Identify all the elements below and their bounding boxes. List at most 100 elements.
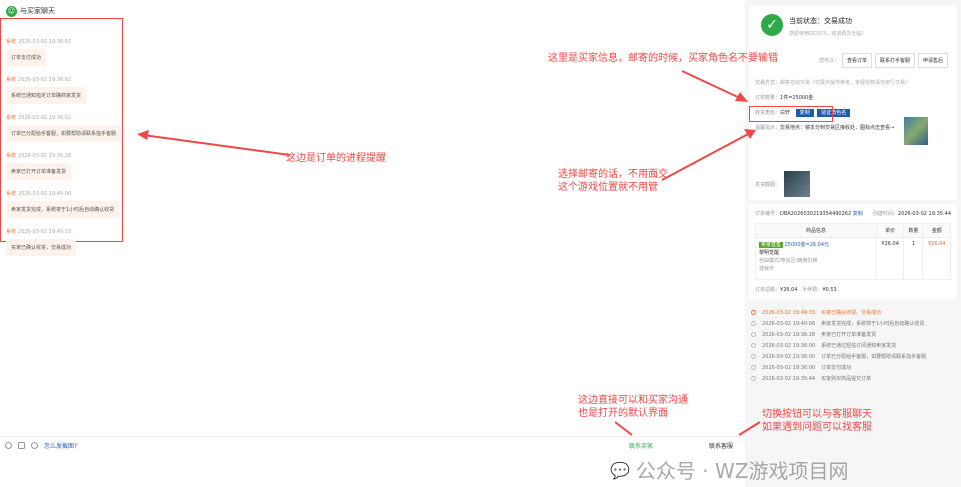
tab-contact-buyer[interactable]: 联系买家 [628,443,653,450]
status-sub: 感谢使用DD373，欢迎再次光临！ [789,31,867,37]
arrow-icon [661,129,756,181]
timeline-dot-icon [751,321,756,326]
annotation-switch-line2: 如果遇到问题可以找客服 [762,422,872,433]
timeline-time: 2026-03-02 19:35:44 [762,375,816,382]
message-bubble: 订单已分配给手客服，如要帮助请联系指手客服 [6,125,122,142]
trade-qty: 订单数量：1件=25000金 [755,95,814,101]
timeline-dot-icon [751,354,756,359]
check-icon: ✓ [761,14,783,36]
after-sale-button[interactable]: 申请售后 [918,53,949,68]
trade-method: 交易方式：邮寄自动交易（仅展示操作参考，未经授权请勿进行交易） [755,80,911,86]
timeline-time: 2026-03-02 19:36:00 [762,353,816,360]
actions: 您可以： 查看订单 联系打手客服 申请售后 [819,53,949,68]
user-icon: ☺ [6,5,17,17]
chat-header: ☺ 与买家聊天 [6,4,55,18]
arrow-icon [738,421,761,436]
created-time: 2026-03-02 19:35:44 [897,211,951,217]
order-meta: 订单编号：DBA2026030219354490262 复制 创建时间：2026… [755,211,951,217]
timeline-text: 卖家发货完成，系统将于1小时后自动确认收货 [821,321,925,327]
chat-title: 与买家聊天 [20,7,55,15]
receiving-role: 收货角色：白轩 复制 验证角色名 [755,106,951,121]
timeline-item: 2026-03-02 19:40:33 买家已确认收货，交易成功 [751,307,955,318]
timeline-time: 2026-03-02 19:36:00 [762,342,816,349]
timeline-text: 订单已分配给手客服，如要帮助请联系指手客服 [821,354,927,360]
annotation-progress: 这边是订单的进程提醒 [286,153,386,164]
message-bubble: 卖家发货完成，系统将于1小时后自动确认收货 [6,201,120,218]
actions-label: 您可以： [819,58,840,64]
order-panel: ✓ 当前状态：交易成功 感谢使用DD373，欢迎再次光临！ 您可以： 查看订单 … [745,0,961,487]
timestamp: 2026-03-02 19:40:33 [18,229,72,235]
chat-toolbar: 怎么发截图? 联系买家 联系客服 [0,436,745,454]
timeline-time: 2026-03-02 19:36:28 [762,331,816,338]
view-order-button[interactable]: 查看订单 [842,53,873,68]
copy-role-button[interactable]: 复制 [795,109,814,117]
delivery-screenshot[interactable] [784,171,811,197]
help-link[interactable]: 怎么发截图? [44,443,78,450]
timeline-text: 订单支付成功 [821,365,852,371]
timeline-item: 2026-03-02 19:36:28 卖家已打开订单准备发货 [751,329,955,340]
timestamp: 2026-03-02 19:36:02 [18,77,72,83]
order-table: 商品信息单价数量金额 卖家直售 25000金=26.04元黎明觉醒自由模式/电信… [755,223,951,280]
role-highlight [749,106,833,122]
sender: 系统 [6,39,17,45]
annotation-buyer-info: 这里是买家信息，邮寄的时候，买家角色名不要输错 [548,53,778,64]
arrow-icon [681,70,748,102]
sender: 系统 [6,229,17,235]
arrow-icon [137,130,291,156]
timeline-item: 2026-03-02 19:35:44 买家购买商品提交订单 [751,373,955,384]
timeline-dot-icon [751,365,756,370]
copy-order-no[interactable]: 复制 [852,211,863,217]
video-icon[interactable] [31,442,38,449]
message-bubble: 系统已通知指定订单确商家发货 [6,87,87,104]
order-number: DBA2026030219354490262 [780,211,852,217]
watermark: 💬公众号 · WZ游戏项目网 [610,459,849,483]
message-bubble: 卖家已打开订单准备发货 [6,163,72,180]
seller-tag: 卖家直售 [759,242,784,248]
timestamp: 2026-03-02 19:36:02 [18,39,72,45]
trade-tip: 温馨提示：交易地点：镜本分到交易区接收处，图标点击查看→ [755,125,895,131]
timestamp: 2026-03-02 19:40:06 [18,191,72,197]
status-title: 当前状态：交易成功 [789,17,852,25]
annotation-switch: 切换按钮可以与客服聊天如果遇到问题可以找客服 [762,408,872,434]
tab-contact-service[interactable]: 联系客服 [708,443,733,450]
timeline-dot-icon [751,332,756,337]
annotation-mail-line1: 选择邮寄的话，不用面交 [558,169,668,180]
timeline-text: 买家购买商品提交订单 [821,376,872,382]
sender: 系统 [6,77,17,83]
emoji-icon[interactable] [5,442,12,449]
annotation-chat: 这边直接可以和买家沟通也是打开的默认界面 [578,394,688,420]
sender: 系统 [6,153,17,159]
annotation-switch-line1: 切换按钮可以与客服聊天 [762,409,872,420]
timeline-dot-icon [751,376,756,381]
annotation-mail: 选择邮寄的话，不用面交这个游戏位置就不用管 [558,168,668,194]
map-thumbnail[interactable] [904,117,928,145]
arrow-icon [614,421,633,436]
sender: 系统 [6,115,17,121]
timeline-text: 卖家已打开订单准备发货 [821,332,877,338]
wechat-icon: 💬 [610,461,630,480]
sender: 系统 [6,191,17,197]
order-totals: 订单总额：¥26.04 手续费：¥0.53 [755,287,837,293]
timestamp: 2026-03-02 19:36:02 [18,115,72,121]
timestamp: 2026-03-02 19:36:28 [18,153,72,159]
message-bubble: 买家已确认收货，交易成功 [6,239,77,256]
image-icon[interactable] [18,442,25,449]
contact-service-button[interactable]: 联系打手客服 [875,53,916,68]
timeline-text: 系统已通过短信订阅通知卖家发货 [821,343,897,349]
screenshot-label: 发货截图： [755,181,781,188]
message-bubble: 订单支付成功 [6,49,47,66]
timeline-text: 买家已确认收货，交易成功 [821,310,882,316]
product-title: 25000金=26.04元 [784,242,830,248]
timeline-time: 2026-03-02 19:40:33 [762,309,816,316]
verify-role-button[interactable]: 验证角色名 [817,109,851,117]
